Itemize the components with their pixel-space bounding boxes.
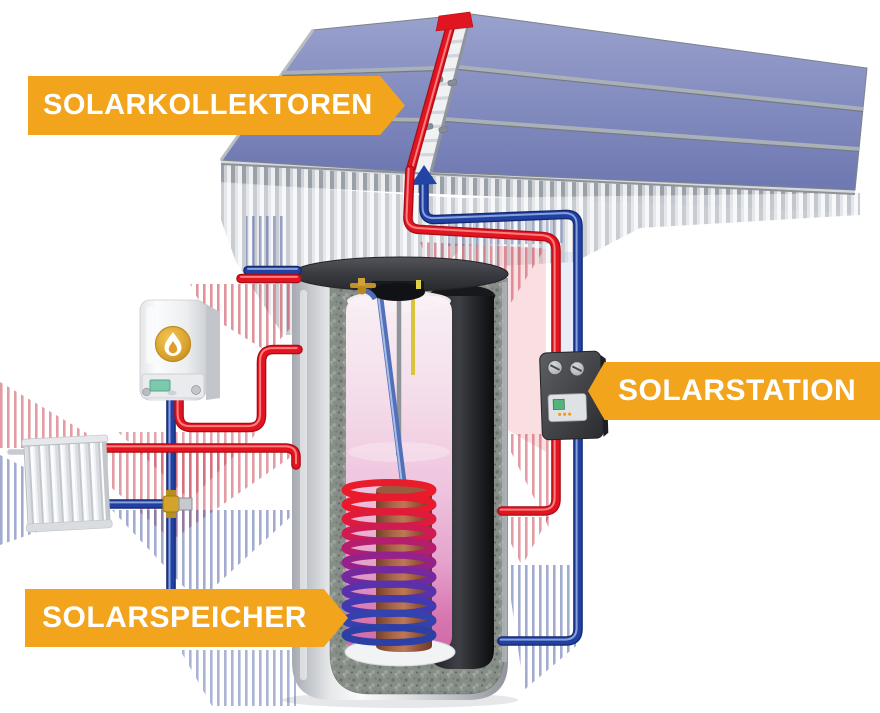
solar-station bbox=[539, 350, 609, 441]
pipe-solar-cold bbox=[411, 165, 578, 641]
cold-flow-arrow bbox=[411, 165, 437, 185]
valve-handle bbox=[178, 497, 193, 511]
dip-tube bbox=[376, 293, 411, 516]
station-lcd bbox=[552, 398, 565, 411]
tank-fittings bbox=[350, 278, 425, 301]
banner-solarstation-label: SOLARSTATION bbox=[618, 374, 857, 407]
station-dials bbox=[547, 359, 585, 377]
banner-solarspeicher-label: SOLARSPEICHER bbox=[42, 601, 307, 634]
flame-icon bbox=[154, 325, 192, 363]
pipe-dhw-cold bbox=[248, 269, 297, 271]
gas-boiler bbox=[139, 299, 220, 401]
pipe-solar-hot bbox=[407, 11, 556, 511]
banner-solarspeicher: SOLARSPEICHER bbox=[25, 589, 348, 647]
boiler-knob bbox=[142, 387, 151, 397]
boiler-knob bbox=[191, 385, 201, 395]
banner-solarkollektoren: SOLARKOLLEKTOREN bbox=[28, 76, 405, 135]
sensor-rods bbox=[376, 293, 415, 516]
hot-flow-arrow bbox=[435, 11, 474, 32]
radiator-body bbox=[23, 441, 111, 527]
boiler-lcd bbox=[149, 379, 171, 392]
pipes bbox=[7, 11, 578, 641]
banner-solarkollektoren-label: SOLARKOLLEKTOREN bbox=[43, 89, 373, 121]
shut-off-valve bbox=[162, 490, 193, 518]
storage-tank bbox=[282, 256, 518, 708]
radiator bbox=[21, 434, 113, 533]
heat-exchanger-coil bbox=[341, 479, 437, 646]
boiler-display bbox=[141, 373, 205, 399]
banner-solarstation: SOLARSTATION bbox=[588, 362, 880, 420]
station-display bbox=[547, 393, 588, 423]
pipe-dhw-hot bbox=[241, 277, 297, 279]
pipe-radiator-cold bbox=[103, 502, 170, 504]
